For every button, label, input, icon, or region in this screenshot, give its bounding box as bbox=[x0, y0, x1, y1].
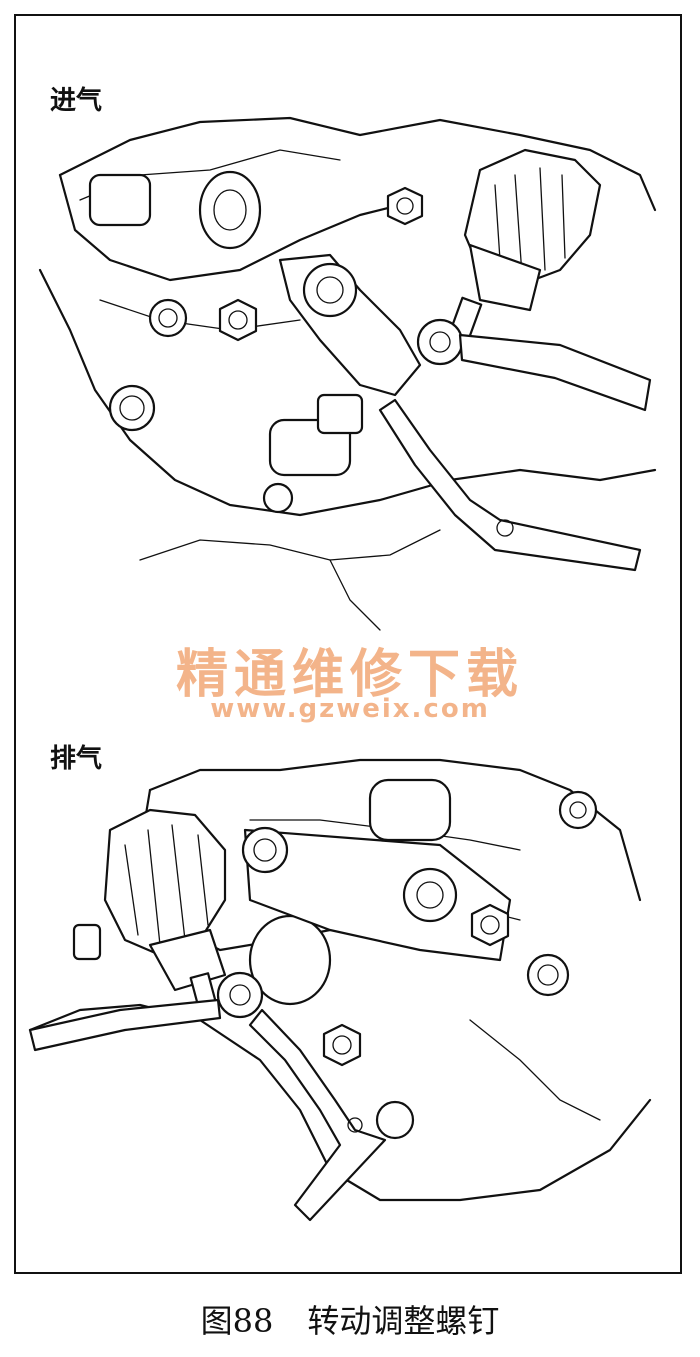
intake-plug bbox=[108, 384, 156, 432]
intake-bolt-1 bbox=[386, 186, 424, 226]
exhaust-side-bolt bbox=[72, 923, 102, 961]
exhaust-label: 排气 bbox=[50, 744, 103, 774]
figure-number: 图88 bbox=[200, 1302, 274, 1340]
figure-title: 转动调整螺钉 bbox=[307, 1302, 500, 1340]
intake-screwdriver bbox=[447, 148, 602, 344]
intake-bolt-hole bbox=[148, 298, 188, 338]
figure-caption: 图88 转动调整螺钉 bbox=[0, 1296, 700, 1342]
intake-label: 进气 bbox=[50, 86, 103, 116]
intake-cam-lobe-1 bbox=[198, 170, 262, 250]
intake-wrench bbox=[378, 318, 652, 572]
watermark-text: 精通维修下载 bbox=[175, 645, 524, 705]
figure-frame bbox=[14, 14, 682, 1274]
watermark-url: www.gzweix.com bbox=[210, 694, 490, 724]
exhaust-plug-right bbox=[526, 953, 570, 997]
intake-rocker-shaft bbox=[302, 262, 358, 318]
exhaust-bolt-2 bbox=[322, 1023, 362, 1067]
exhaust-wrench bbox=[28, 971, 387, 1222]
intake-head-lower bbox=[38, 268, 657, 517]
exhaust-head-outline bbox=[148, 758, 642, 902]
intake-cam-journal bbox=[88, 173, 152, 227]
exhaust-head-lower bbox=[28, 1003, 652, 1202]
exhaust-rocker-bracket bbox=[243, 828, 512, 962]
intake-head-outline bbox=[58, 116, 657, 212]
intake-bolt-2 bbox=[218, 298, 258, 342]
exhaust-bolt-1 bbox=[470, 903, 510, 947]
exhaust-cam-journal bbox=[368, 778, 452, 842]
exhaust-bolt-hole bbox=[558, 790, 598, 830]
exhaust-screwdriver bbox=[103, 808, 227, 1014]
